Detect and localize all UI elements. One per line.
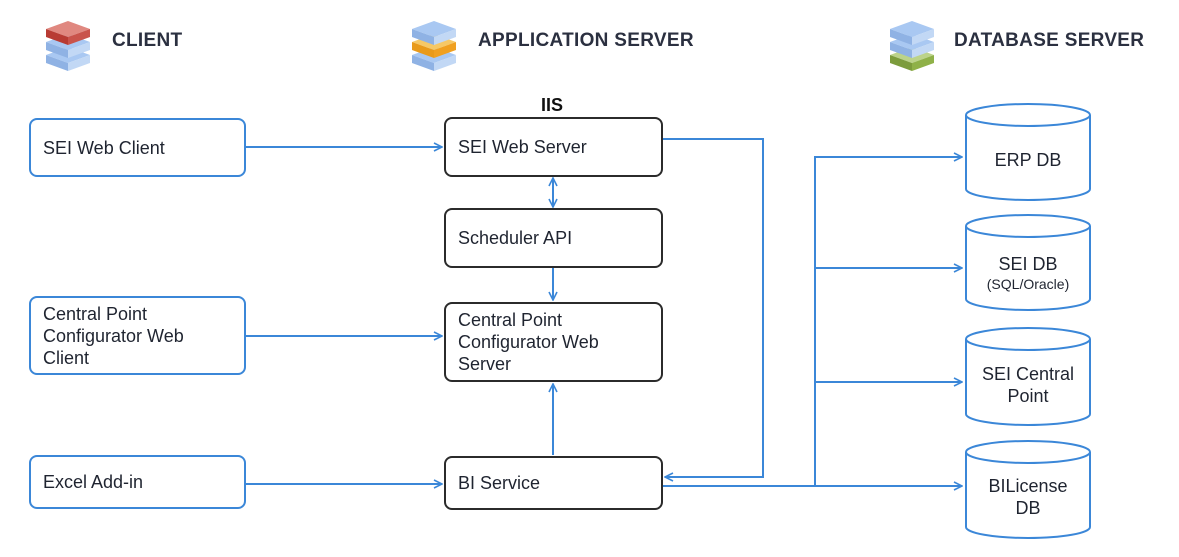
sei-web-server-label: SEI Web Server bbox=[458, 137, 587, 157]
bi-service-label: BI Service bbox=[458, 473, 541, 493]
cp-web-client-box: Central Point Configurator Web Client bbox=[29, 296, 246, 375]
central-point-db-cylinder bbox=[965, 327, 1091, 426]
sei-db-cylinder bbox=[965, 214, 1091, 311]
client-header: CLIENT bbox=[112, 30, 183, 51]
bilicense-db-label: BILicense DB bbox=[988, 476, 1068, 518]
central-point-db-label: SEI Central Point bbox=[981, 364, 1075, 406]
sei-db-label-group: SEI DB (SQL/Oracle) bbox=[966, 253, 1090, 293]
cp-web-client-label: Central Point Configurator Web Client bbox=[43, 303, 184, 368]
scheduler-api-label: Scheduler API bbox=[458, 228, 573, 248]
sei-web-client-label: SEI Web Client bbox=[43, 137, 165, 158]
sei-web-client-box: SEI Web Client bbox=[29, 118, 246, 177]
bi-service-box: BI Service bbox=[444, 456, 663, 510]
app-server-stack-icon bbox=[412, 21, 456, 71]
sei-db-label: SEI DB bbox=[998, 254, 1058, 274]
bi-service-to-db-trunk bbox=[663, 157, 962, 487]
app-server-header: APPLICATION SERVER bbox=[478, 30, 694, 51]
bilicense-db-cylinder bbox=[965, 440, 1091, 539]
sei-web-server-box: SEI Web Server bbox=[444, 117, 663, 177]
scheduler-api-box: Scheduler API bbox=[444, 208, 663, 268]
excel-addin-label: Excel Add-in bbox=[43, 472, 144, 492]
cp-web-server-box: Central Point Configurator Web Server bbox=[444, 302, 663, 382]
db-server-stack-icon bbox=[890, 21, 934, 71]
client-server-stack-icon bbox=[46, 21, 90, 71]
sei-db-sublabel: (SQL/Oracle) bbox=[986, 276, 1070, 292]
iis-label: IIS bbox=[541, 95, 564, 115]
cp-web-server-label: Central Point Configurator Web Server bbox=[458, 310, 599, 374]
db-server-header: DATABASE SERVER bbox=[954, 30, 1145, 51]
erp-db-cylinder bbox=[965, 103, 1091, 201]
erp-db-label: ERP DB bbox=[994, 150, 1062, 170]
web-server-to-bi-service-arrow bbox=[663, 138, 764, 477]
excel-addin-box: Excel Add-in bbox=[29, 455, 246, 509]
